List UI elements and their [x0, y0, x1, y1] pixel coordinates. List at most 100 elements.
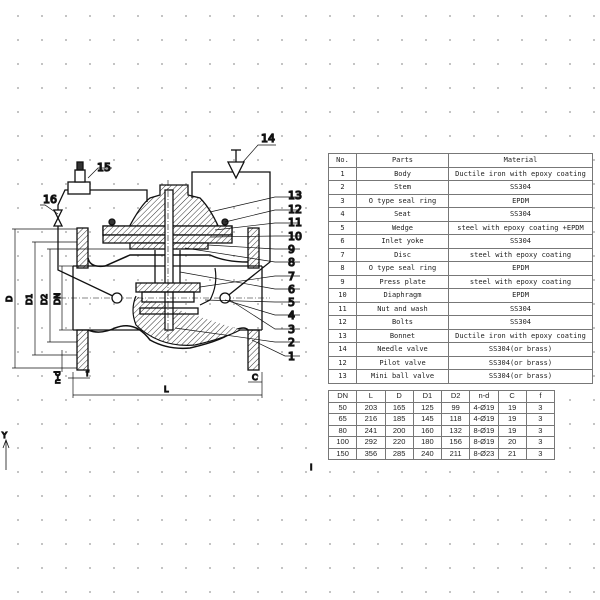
- table-cell: Bonnet: [356, 328, 449, 343]
- table-cell: 4: [328, 207, 357, 222]
- table-cell: 216: [356, 413, 386, 426]
- ball-valve-icon: [52, 209, 64, 227]
- callout-3: 3: [288, 323, 295, 336]
- table-cell: 99: [440, 401, 471, 414]
- table-cell: 8-Ø19: [469, 436, 499, 449]
- leader-lines: [40, 144, 300, 357]
- callout-13: 13: [288, 189, 302, 202]
- callout-labels: 1 2 3 4 5 6 7 8 9 10 11 12 13 14 15 16: [42, 131, 302, 363]
- table-cell: 3: [525, 424, 556, 437]
- table-cell: SS304: [448, 301, 593, 316]
- table-header-cell: D: [384, 390, 414, 403]
- table-cell: 100: [327, 436, 358, 449]
- table-header-cell: No.: [328, 153, 357, 168]
- table-header-cell: f: [525, 390, 556, 403]
- table-header-cell: n-d: [469, 390, 499, 403]
- table-cell: Wedge: [356, 220, 449, 235]
- callout-1: 1: [288, 350, 295, 363]
- table-cell: 19: [497, 413, 527, 426]
- table-cell: 3: [525, 401, 556, 414]
- table-cell: 20: [497, 436, 527, 449]
- table-cell: 2: [328, 180, 357, 195]
- table-cell: 200: [384, 424, 414, 437]
- table-cell: 1: [328, 166, 357, 181]
- table-cell: SS304: [448, 234, 593, 249]
- table-cell: 8: [328, 261, 357, 276]
- table-header-cell: C: [497, 390, 527, 403]
- table-cell: EPDM: [448, 288, 593, 303]
- dim-C: C: [252, 373, 258, 382]
- dim-DN: DN: [53, 293, 62, 305]
- table-cell: 285: [384, 447, 414, 460]
- table-cell: 180: [412, 436, 443, 449]
- table-cell: 118: [440, 413, 471, 426]
- table-cell: 12: [328, 315, 357, 330]
- callout-7: 7: [288, 270, 295, 283]
- table-cell: Diaphragm: [356, 288, 449, 303]
- table-cell: 211: [440, 447, 471, 460]
- table-cell: 145: [412, 413, 443, 426]
- table-cell: 21: [497, 447, 527, 460]
- dim-D1: D1: [25, 294, 34, 305]
- table-cell: SS304: [448, 315, 593, 330]
- table-header-cell: D1: [412, 390, 443, 403]
- table-cell: Disc: [356, 247, 449, 262]
- table-header-cell: Material: [448, 153, 593, 168]
- table-cell: 156: [440, 436, 471, 449]
- table-cell: 19: [497, 401, 527, 414]
- table-cell: 19: [497, 424, 527, 437]
- callout-2: 2: [288, 336, 295, 349]
- table-cell: SS304(or brass): [448, 342, 593, 357]
- pilot-valve-icon: [67, 181, 91, 195]
- table-cell: 132: [440, 424, 471, 437]
- table-cell: 12: [328, 355, 357, 370]
- table-cell: 160: [412, 424, 443, 437]
- table-cell: 241: [356, 424, 386, 437]
- table-cell: Bolts: [356, 315, 449, 330]
- table-cell: Inlet yoke: [356, 234, 449, 249]
- table-cell: 11: [328, 301, 357, 316]
- table-cell: Press plate: [356, 274, 449, 289]
- table-cell: 165: [384, 401, 414, 414]
- table-cell: 240: [412, 447, 443, 460]
- table-cell: Pilot valve: [356, 355, 449, 370]
- table-cell: 7: [328, 247, 357, 262]
- axis-label: Y: [1, 431, 7, 440]
- table-cell: 356: [356, 447, 386, 460]
- table-cell: 3: [525, 447, 556, 460]
- table-cell: 150: [327, 447, 358, 460]
- table-cell: SS304(or brass): [448, 369, 593, 384]
- table-cell: 80: [327, 424, 358, 437]
- callout-6: 6: [288, 283, 295, 296]
- table-cell: 4-Ø19: [469, 413, 499, 426]
- callout-11: 11: [288, 216, 302, 229]
- callout-15: 15: [97, 161, 111, 174]
- table-cell: 292: [356, 436, 386, 449]
- table-cell: 10: [328, 288, 357, 303]
- callout-16: 16: [43, 193, 57, 206]
- table-cell: EPDM: [448, 261, 593, 276]
- table-cell: O type seal ring: [356, 261, 449, 276]
- table-cell: 3: [525, 413, 556, 426]
- dim-D2: D2: [40, 294, 49, 305]
- table-cell: 13: [328, 328, 357, 343]
- table-cell: Nut and wash: [356, 301, 449, 316]
- table-cell: 185: [384, 413, 414, 426]
- table-cell: 8-Ø23: [469, 447, 499, 460]
- table-cell: SS304(or brass): [448, 355, 593, 370]
- callout-5: 5: [288, 296, 295, 309]
